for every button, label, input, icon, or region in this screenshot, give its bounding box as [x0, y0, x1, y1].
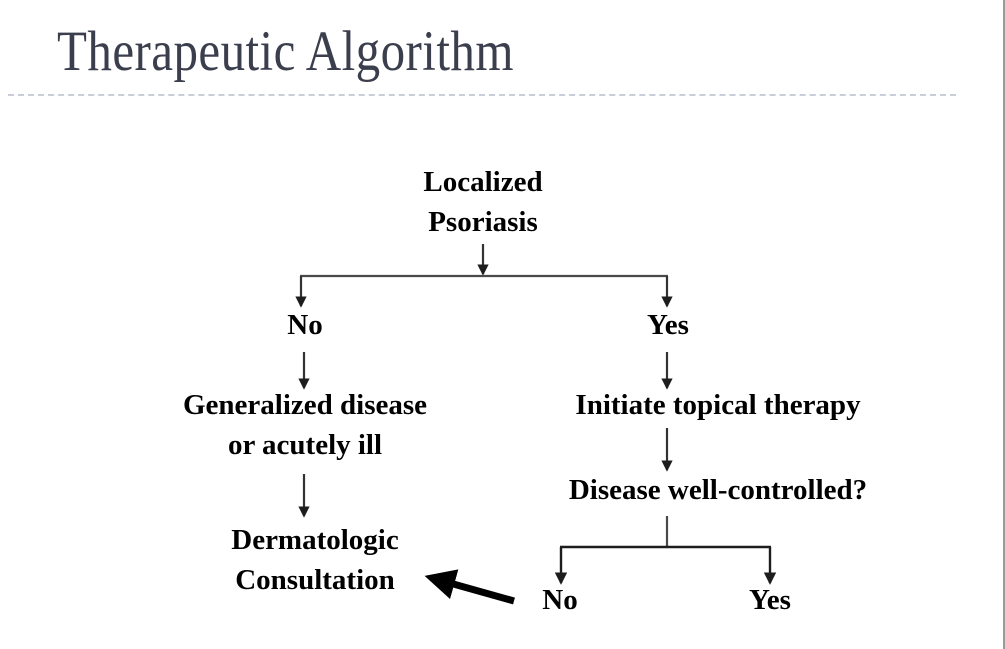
flow-label-branch-yes: Yes	[647, 309, 689, 341]
flow-label-final-yes: Yes	[749, 584, 791, 616]
flow-node-dermatologic-consultation: Dermatologic Consultation	[231, 524, 399, 596]
flow-node-disease-well-controlled: Disease well-controlled?	[568, 474, 868, 506]
flow-label-branch-no: No	[287, 309, 323, 341]
slide-header: Therapeutic Algorithm	[0, 0, 1003, 100]
flow-label-final-no: No	[542, 584, 578, 616]
flow-node-generalized-disease: Generalized disease or acutely ill	[182, 389, 428, 461]
page-title: Therapeutic Algorithm	[57, 20, 514, 83]
flow-node-localized-psoriasis: Localized Psoriasis	[423, 166, 543, 238]
flow-node-initiate-topical-therapy: Initiate topical therapy	[575, 389, 861, 421]
title-divider	[8, 94, 956, 96]
